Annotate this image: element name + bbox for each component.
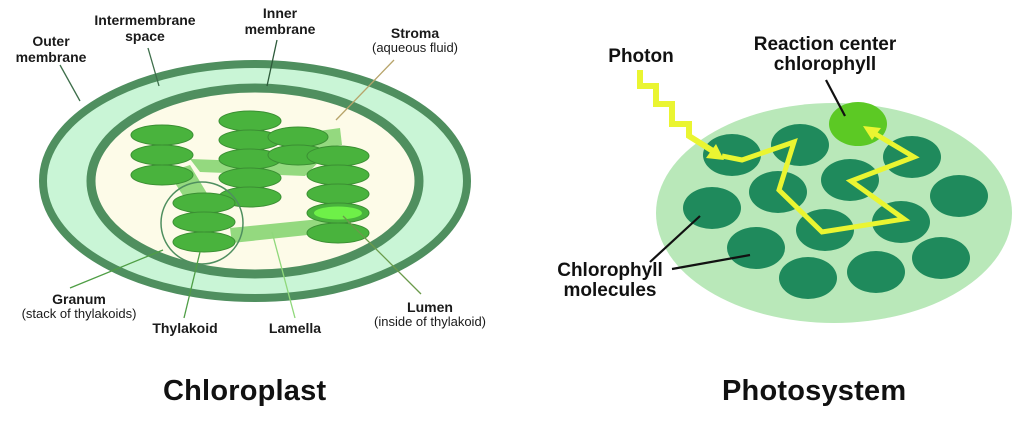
label-chlorophyll-molecules: Chlorophyll molecules: [550, 261, 670, 301]
label-outer-membrane-line2: membrane: [15, 49, 87, 66]
label-lamella-name: Lamella: [268, 320, 322, 336]
lumen: [314, 206, 362, 220]
label-intermembrane-space-line2: space: [125, 28, 165, 45]
photosystem-graphic: [637, 70, 1012, 323]
granum-highlight-circle: [160, 181, 244, 265]
photon-arrow: [637, 70, 718, 156]
label-reaction-center-line1: Reaction center: [753, 34, 897, 55]
label-thylakoid: Thylakoid: [140, 320, 230, 336]
label-lamella: Lamella: [260, 320, 330, 336]
label-intermembrane-space: Intermembrane space: [85, 12, 205, 44]
label-granum-name: Granum: [52, 291, 106, 307]
chloroplast-title: Chloroplast: [163, 375, 327, 407]
label-photon: Photon: [600, 47, 682, 67]
label-granum-desc: (stack of thylakoids): [21, 306, 137, 322]
label-outer-membrane: Outer membrane: [6, 33, 96, 65]
photosystem-title: Photosystem: [722, 375, 907, 407]
label-stroma-desc: (aqueous fluid): [372, 40, 458, 56]
energy-transfer-path: [721, 129, 920, 235]
grana: [130, 110, 370, 253]
label-granum: Granum (stack of thylakoids): [4, 291, 154, 322]
label-stroma-name: Stroma: [390, 25, 440, 41]
reaction-center-chlorophyll: [829, 102, 887, 146]
label-lumen-name: Lumen: [407, 299, 453, 315]
label-outer-membrane-line1: Outer: [32, 33, 70, 49]
label-intermembrane-space-line1: Intermembrane: [94, 12, 196, 28]
photosystem-leader-lines: [649, 79, 846, 271]
chloroplast-leader-lines: [59, 39, 422, 319]
label-thylakoid-name: Thylakoid: [152, 320, 218, 336]
label-reaction-center: Reaction center chlorophyll: [740, 35, 910, 75]
energy-transfer-arrowhead: [863, 126, 881, 140]
label-chlorophyll-molecules-line2: molecules: [563, 279, 657, 301]
label-inner-membrane: Inner membrane: [240, 5, 320, 37]
label-lumen: Lumen (inside of thylakoid): [360, 299, 500, 330]
label-reaction-center-line2: chlorophyll: [773, 53, 877, 75]
label-lumen-desc: (inside of thylakoid): [374, 314, 486, 330]
label-stroma: Stroma (aqueous fluid): [355, 25, 475, 56]
photon-arrowhead: [706, 144, 724, 160]
label-photon-text: Photon: [608, 46, 674, 67]
label-inner-membrane-line2: membrane: [244, 21, 316, 38]
label-chlorophyll-molecules-line1: Chlorophyll: [557, 260, 663, 281]
label-inner-membrane-line1: Inner: [262, 5, 298, 21]
